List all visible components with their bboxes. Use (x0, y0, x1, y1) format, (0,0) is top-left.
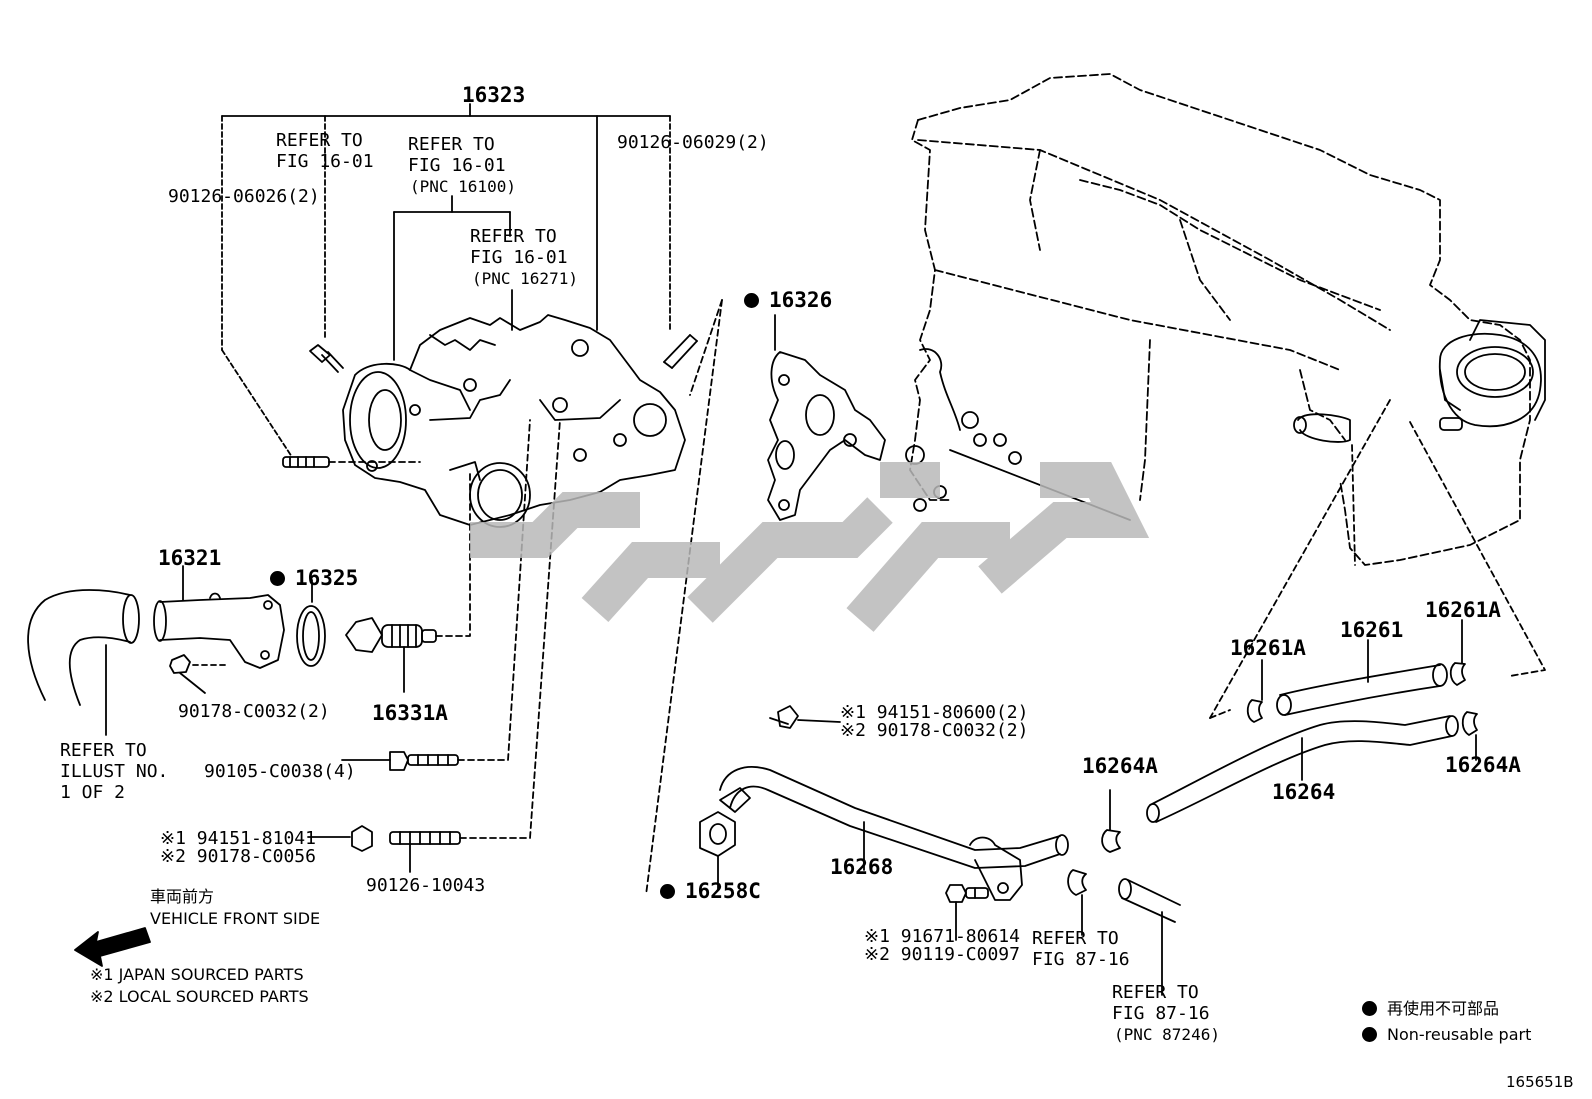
legend-nonreusable-jp-text: 再使用不可部品 (1387, 999, 1500, 1018)
label-16261a-right: 16261A (1425, 598, 1501, 622)
label-94151-80600: ※1 94151-80600(2) (840, 702, 1029, 723)
label-16264: 16264 (1272, 780, 1336, 804)
gasket-16326 (767, 351, 886, 521)
legend-front-en: VEHICLE FRONT SIDE (150, 909, 321, 928)
clamp-refer-87-16 (1067, 869, 1087, 936)
clamp-16261a-right (1449, 619, 1466, 686)
watermark (470, 462, 1150, 632)
gasket-16325 (296, 579, 326, 667)
ref-illust-no: REFER TO ILLUST NO. 1 OF 2 (60, 740, 169, 803)
ref-fig-16-01-b: REFER TO FIG 16-01 (408, 134, 506, 176)
label-90178-c0056: ※2 90178-C0056 (160, 846, 316, 867)
nonreusable-dot (270, 571, 285, 586)
water-pump-body (342, 314, 686, 528)
bolt-90105-c0038 (341, 419, 531, 771)
clamp-16264a-right (1461, 711, 1478, 761)
legend-nonreusable-jp: 再使用不可部品 (1362, 998, 1499, 1019)
label-16326: 16326 (744, 290, 832, 311)
hose-16261 (1276, 639, 1448, 716)
label-90119-c0097: ※2 90119-C0097 (864, 944, 1020, 965)
stud-right (663, 334, 698, 369)
legend-japan-sourced: ※1 JAPAN SOURCED PARTS (90, 965, 304, 984)
label-94151-81041: ※1 94151-81041 (160, 828, 316, 849)
label-16323: 16323 (462, 83, 526, 107)
ref-pnc-16100: (PNC 16100) (410, 177, 516, 196)
bolt-top-left (309, 344, 344, 373)
label-16261a-left: 16261A (1230, 636, 1306, 660)
label-91671-80614: ※1 91671-80614 (864, 926, 1020, 947)
nonreusable-dot (1362, 1001, 1377, 1016)
legend-local-sourced: ※2 LOCAL SOURCED PARTS (90, 987, 309, 1006)
ref-fig-16-01-c: REFER TO FIG 16-01 (470, 226, 568, 268)
label-90105-c0038: 90105-C0038(4) (204, 761, 356, 782)
diagram-id: 165651B (1506, 1073, 1574, 1091)
label-90126-10043: 90126-10043 (366, 875, 486, 896)
ref-fig-87-16-a: REFER TO FIG 87-16 (1032, 928, 1130, 970)
label-16326-text: 16326 (769, 288, 833, 312)
throttle-body (1293, 319, 1546, 443)
nonreusable-dot (1362, 1027, 1377, 1042)
legend-nonreusable-en-text: Non-reusable part (1387, 1025, 1532, 1044)
engine-block (909, 73, 1531, 566)
pipe-16268 (719, 705, 1069, 901)
label-90178-c0032: 90178-C0032(2) (178, 701, 330, 722)
water-inlet-16321 (153, 565, 285, 669)
ref-fig-87-16-b: REFER TO FIG 87-16 (1112, 982, 1210, 1024)
label-16261: 16261 (1340, 618, 1404, 642)
label-16321: 16321 (158, 546, 222, 570)
label-16258c: 16258C (660, 881, 761, 902)
label-16258c-text: 16258C (685, 879, 761, 903)
bolt-90178-c0032 (169, 654, 229, 694)
ref-fig-16-01-a: REFER TO FIG 16-01 (276, 130, 374, 172)
label-16264a-right: 16264A (1445, 753, 1521, 777)
label-90178-c0032-2: ※2 90178-C0032(2) (840, 720, 1029, 741)
label-16331a: 16331A (372, 701, 448, 725)
hose-left (27, 589, 140, 736)
hose-leaders (1209, 399, 1546, 719)
gasket-16258c (699, 811, 736, 891)
legend-front-jp: 車両前方 (150, 887, 215, 906)
clamp-16264a-left (1101, 789, 1121, 853)
label-16325: 16325 (270, 568, 358, 589)
vehicle-front-arrow (74, 927, 151, 967)
clamp-16261a-left (1246, 659, 1263, 723)
bolt-91671-80614 (945, 884, 989, 941)
bracket-16323 (221, 103, 671, 458)
nonreusable-dot (744, 293, 759, 308)
label-16325-text: 16325 (295, 566, 359, 590)
label-16264a-left: 16264A (1082, 754, 1158, 778)
ref-pnc-87246: (PNC 87246) (1114, 1025, 1220, 1044)
hose-16264 (1146, 715, 1459, 823)
gasket-leader-16326 (645, 299, 776, 896)
hose-refer-87 (1118, 878, 1181, 996)
legend-nonreusable-en: Non-reusable part (1362, 1024, 1531, 1045)
label-90126-06029: 90126-06029(2) (617, 132, 769, 153)
ref-pnc-16271: (PNC 16271) (472, 269, 578, 288)
label-90126-06026: 90126-06026(2) (168, 186, 320, 207)
thermostat-16331a (345, 471, 471, 693)
nut-stud-90126-10043 (307, 419, 561, 873)
nonreusable-dot (660, 884, 675, 899)
label-16268: 16268 (830, 855, 894, 879)
